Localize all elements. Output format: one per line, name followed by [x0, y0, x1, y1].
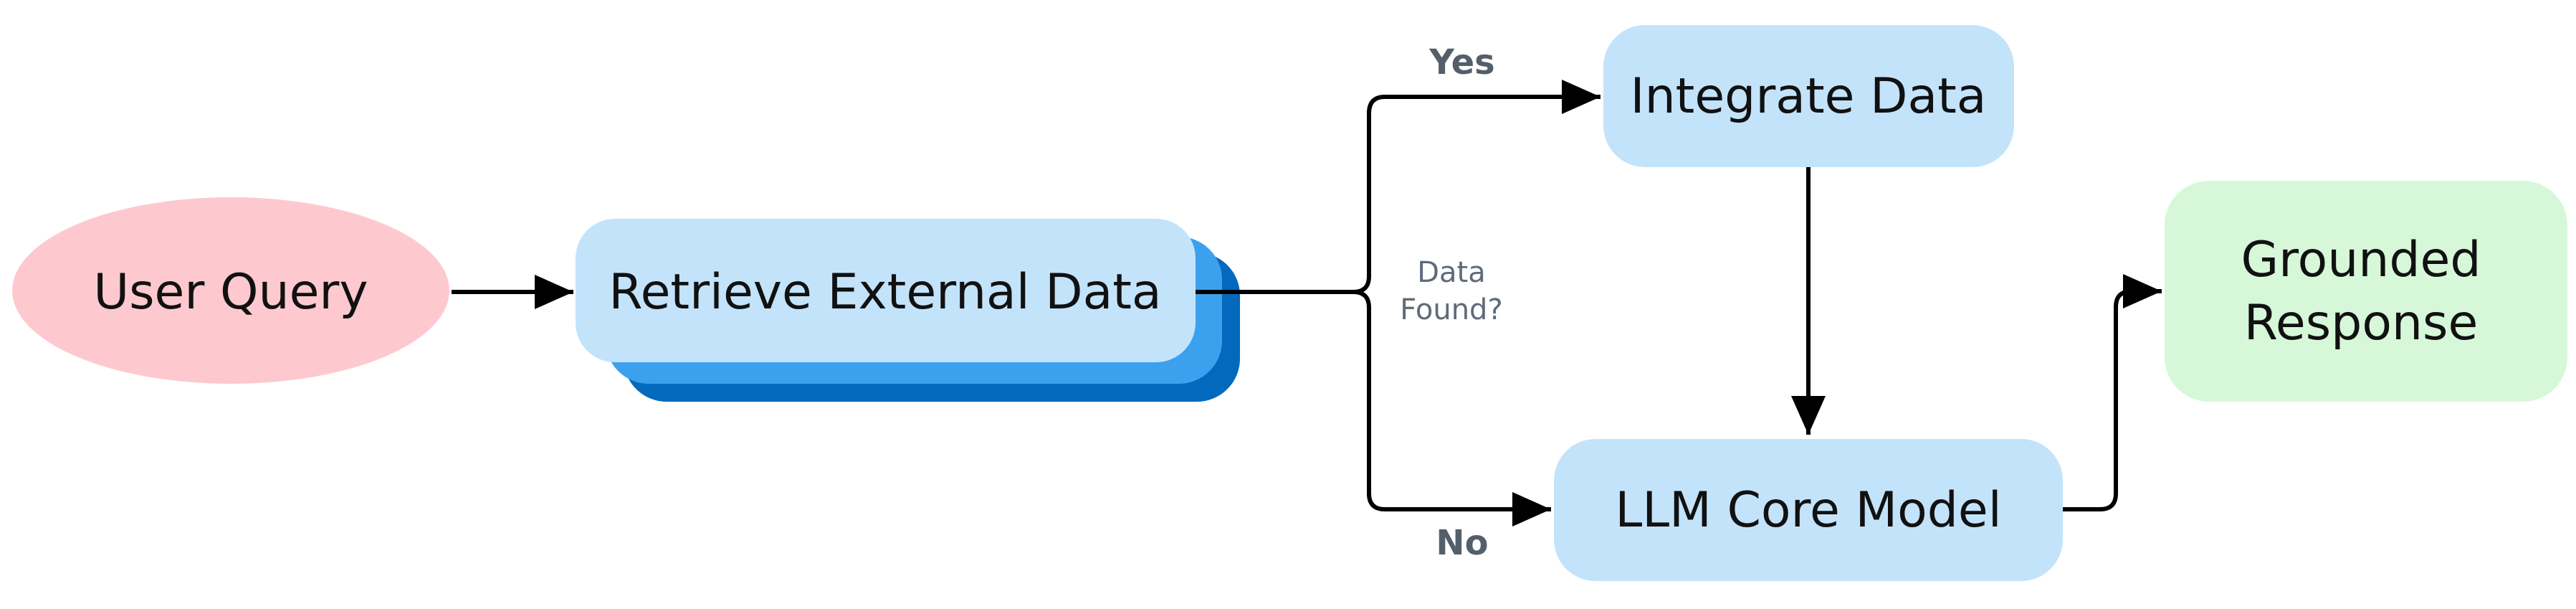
grounded-label-line1: Grounded [2241, 232, 2481, 288]
grounded-shape [2165, 181, 2567, 402]
integrate-label: Integrate Data [1631, 68, 1987, 125]
decision-question-line1: Data [1417, 256, 1486, 289]
edge-decision-no-to-llm [1353, 290, 1551, 527]
no-label: No [1436, 523, 1488, 563]
edge-decision-yes-to-integrate [1353, 80, 1601, 294]
node-llm-core-model: LLM Core Model [1554, 439, 2063, 581]
node-retrieve-external-data: Retrieve External Data [576, 219, 1240, 402]
integrate-shape [1603, 25, 2014, 167]
llm-shape [1554, 439, 2063, 581]
node-user-query: User Query [12, 197, 449, 384]
user-query-label: User Query [93, 264, 368, 321]
grounded-label-line2: Response [2244, 295, 2479, 351]
llm-label: LLM Core Model [1615, 482, 2001, 539]
edge-llm-to-grounded [2063, 274, 2162, 511]
retrieve-label: Retrieve External Data [609, 264, 1161, 321]
user-query-shape [12, 197, 449, 384]
retrieve-stack-front [576, 219, 1196, 362]
yes-label: Yes [1428, 42, 1494, 82]
node-integrate-data: Integrate Data [1603, 25, 2014, 167]
node-grounded-response: Grounded Response [2165, 181, 2567, 402]
decision-question-line2: Found? [1400, 293, 1502, 326]
edges [452, 80, 2162, 527]
